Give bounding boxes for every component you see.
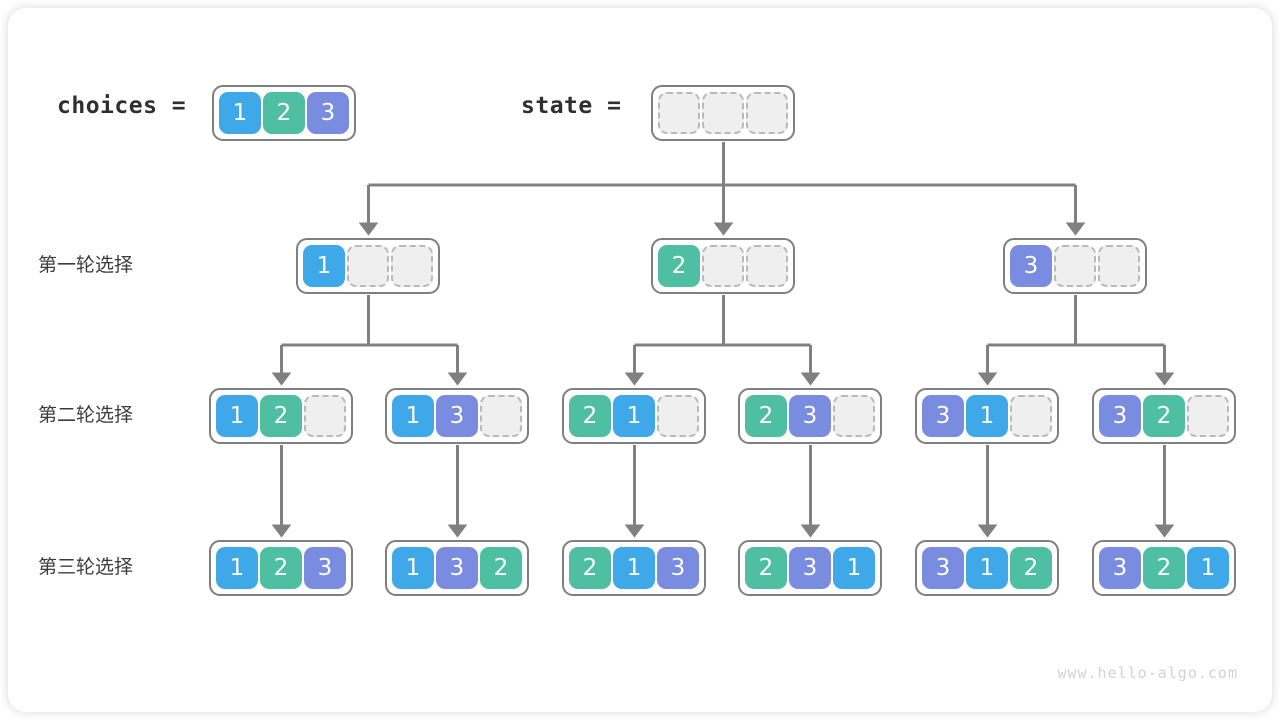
cell-value-2: 2	[745, 395, 787, 437]
cell-empty	[480, 395, 522, 437]
cell-value-2: 2	[1143, 395, 1185, 437]
cell-value-2: 2	[1143, 547, 1185, 589]
cell-value-1: 1	[613, 547, 655, 589]
cell-value-1: 1	[833, 547, 875, 589]
cell-value-2: 2	[260, 547, 302, 589]
cell-empty	[1010, 395, 1052, 437]
cell-empty	[746, 92, 788, 134]
watermark: www.hello-algo.com	[1057, 664, 1238, 682]
cell-value-3: 3	[436, 395, 478, 437]
cell-value-2: 2	[569, 395, 611, 437]
state-array-root	[651, 85, 795, 141]
cell-value-1: 1	[392, 395, 434, 437]
diagram-frame	[8, 8, 1272, 712]
state-label: state =	[521, 93, 622, 119]
cell-empty	[347, 245, 389, 287]
cell-value-1: 1	[216, 547, 258, 589]
cell-value-1: 1	[216, 395, 258, 437]
cell-empty	[833, 395, 875, 437]
cell-empty	[391, 245, 433, 287]
cell-value-2: 2	[263, 92, 305, 134]
cell-empty	[1187, 395, 1229, 437]
cell-empty	[702, 92, 744, 134]
cell-value-1: 1	[219, 92, 261, 134]
cell-value-1: 1	[1187, 547, 1229, 589]
cell-value-3: 3	[789, 395, 831, 437]
cell-empty	[702, 245, 744, 287]
cell-value-3: 3	[436, 547, 478, 589]
cell-value-2: 2	[480, 547, 522, 589]
cell-value-3: 3	[922, 547, 964, 589]
cell-value-1: 1	[303, 245, 345, 287]
cell-value-3: 3	[304, 547, 346, 589]
cell-empty	[658, 92, 700, 134]
cell-empty	[657, 395, 699, 437]
cell-value-3: 3	[922, 395, 964, 437]
cell-value-1: 1	[392, 547, 434, 589]
cell-value-2: 2	[1010, 547, 1052, 589]
row-label-round-2: 第二轮选择	[38, 404, 134, 426]
cell-value-2: 2	[260, 395, 302, 437]
choices-label: choices =	[57, 93, 187, 119]
cell-value-3: 3	[657, 547, 699, 589]
cell-value-2: 2	[569, 547, 611, 589]
cell-value-2: 2	[658, 245, 700, 287]
cell-value-2: 2	[745, 547, 787, 589]
cell-value-3: 3	[1010, 245, 1052, 287]
cell-empty	[304, 395, 346, 437]
cell-value-3: 3	[789, 547, 831, 589]
node-level1-1: 1	[296, 238, 440, 294]
cell-value-3: 3	[307, 92, 349, 134]
cell-value-1: 1	[966, 395, 1008, 437]
cell-value-1: 1	[966, 547, 1008, 589]
cell-empty	[1054, 245, 1096, 287]
cell-empty	[1098, 245, 1140, 287]
cell-value-3: 3	[1099, 547, 1141, 589]
node-level1-3: 3	[1003, 238, 1147, 294]
cell-value-3: 3	[1099, 395, 1141, 437]
cell-value-1: 1	[613, 395, 655, 437]
node-level1-2: 2	[651, 238, 795, 294]
row-label-round-1: 第一轮选择	[38, 254, 134, 276]
cell-empty	[746, 245, 788, 287]
row-label-round-3: 第三轮选择	[38, 556, 134, 578]
